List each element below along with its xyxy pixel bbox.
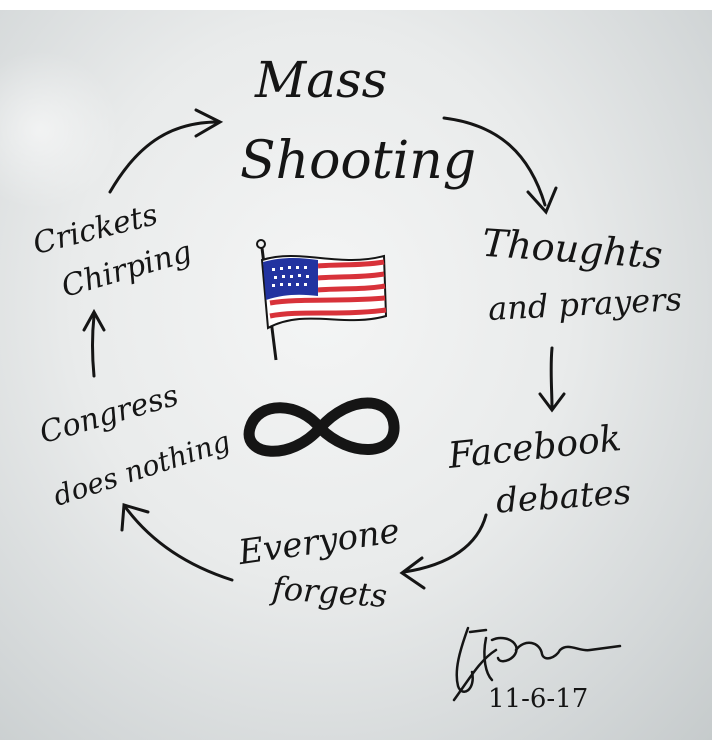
label-debates: debates xyxy=(494,472,633,522)
signature-date: 11-6-17 xyxy=(488,684,589,714)
label-and-prayers: and prayers xyxy=(487,279,683,329)
arrow-to-mass-shooting xyxy=(108,108,224,194)
arrow-to-crickets xyxy=(82,308,106,378)
label-mass: Mass xyxy=(255,51,388,109)
american-flag-icon xyxy=(256,239,388,361)
whiteboard: Mass Shooting Thoughts and prayers Faceb… xyxy=(0,10,712,740)
arrow-to-thoughts xyxy=(442,116,558,215)
label-forgets: forgets xyxy=(270,569,389,615)
signature-mark xyxy=(452,626,622,702)
label-shooting: Shooting xyxy=(240,131,477,191)
arrow-to-everyone-forgets xyxy=(399,513,488,590)
arrow-to-congress xyxy=(120,503,234,582)
light-glare xyxy=(0,50,120,210)
infinity-icon xyxy=(243,397,400,457)
drawing-layer xyxy=(82,108,622,702)
arrow-to-facebook xyxy=(538,346,566,413)
